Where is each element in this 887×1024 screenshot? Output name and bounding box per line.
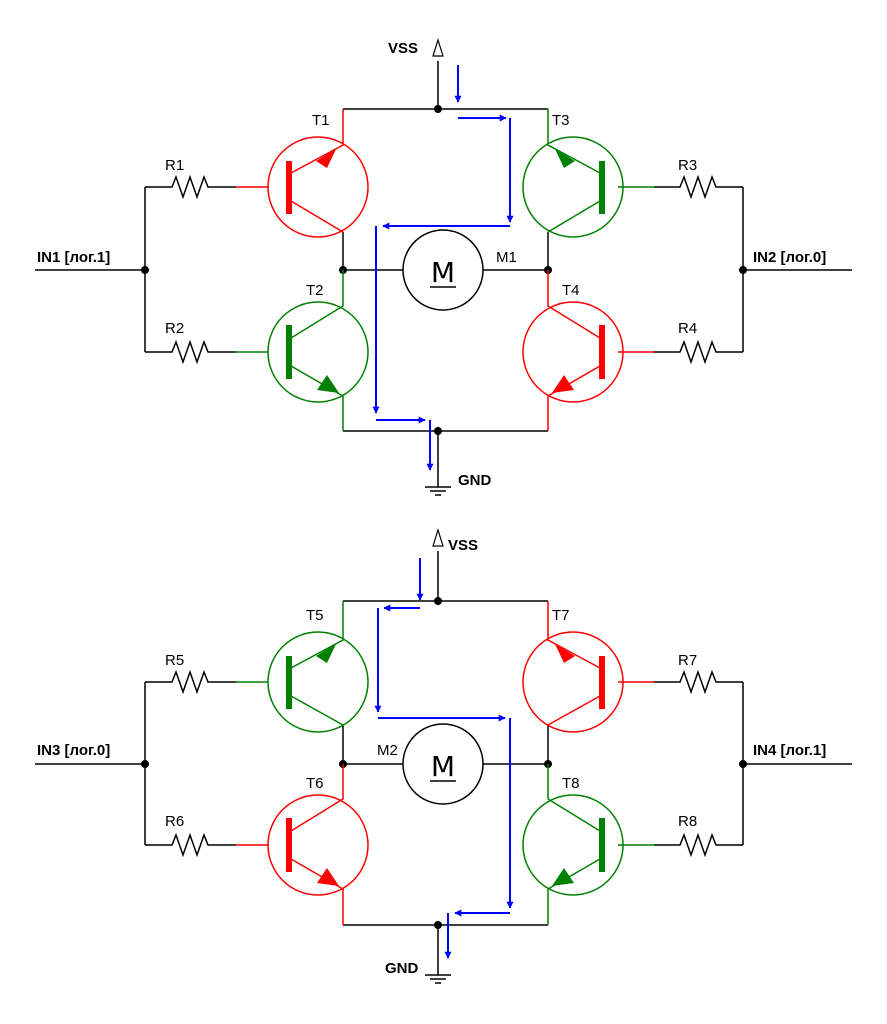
t7-label: T7 (552, 607, 570, 624)
resistor-r1 (166, 174, 268, 200)
motor-m2: M (402, 723, 484, 805)
vss-label: VSS (448, 537, 478, 554)
t2-label: T2 (306, 282, 324, 299)
input-in4-label: IN4 [лог.1] (753, 742, 826, 759)
resistor-r5 (166, 669, 268, 695)
transistor-t8 (522, 764, 624, 925)
input-in2-label: IN2 [лог.0] (753, 249, 826, 266)
vss-terminal-icon (432, 527, 444, 547)
ground-icon (425, 974, 451, 984)
r8-label: R8 (678, 813, 697, 830)
r6-label: R6 (165, 813, 184, 830)
transistor-t6 (267, 764, 369, 925)
bridge-2: M VSS GND IN3 [лог.0] IN4 [лог.1] M2 T5 … (35, 527, 852, 984)
junction-dots (141, 105, 747, 435)
bridge-1: M VSS GND IN1 [лог.1] IN2 [лог.0] M1 T1 … (35, 37, 852, 496)
resistor-r6 (166, 832, 268, 858)
resistor-r7 (618, 669, 722, 695)
vss-terminal-icon (432, 37, 444, 57)
r1-label: R1 (165, 157, 184, 174)
resistor-r8 (618, 832, 722, 858)
gnd-label: GND (385, 960, 419, 977)
transistor-t5 (267, 601, 369, 733)
input-in1-label: IN1 [лог.1] (37, 249, 110, 266)
r5-label: R5 (165, 652, 184, 669)
t1-label: T1 (312, 112, 330, 129)
r3-label: R3 (678, 157, 697, 174)
input-in3-label: IN3 [лог.0] (37, 742, 110, 759)
bridge-2-wiring (35, 551, 852, 975)
motor-m1: M (402, 229, 484, 311)
gnd-label: GND (458, 472, 492, 489)
transistor-t3 (522, 109, 624, 238)
resistor-r3 (618, 174, 722, 200)
r2-label: R2 (165, 320, 184, 337)
transistor-t7 (522, 601, 624, 733)
motor-m2-label: M2 (377, 742, 398, 759)
t4-label: T4 (562, 282, 580, 299)
resistor-r2 (166, 339, 268, 365)
current-path-1 (372, 65, 514, 471)
vss-label: VSS (388, 40, 418, 57)
transistor-t2 (267, 270, 369, 431)
transistor-t1 (267, 109, 369, 238)
ground-icon (425, 486, 451, 496)
r7-label: R7 (678, 652, 697, 669)
r4-label: R4 (678, 320, 697, 337)
resistor-r4 (618, 339, 722, 365)
motor-symbol: M (431, 256, 455, 289)
t6-label: T6 (306, 775, 324, 792)
motor-symbol: M (431, 750, 455, 783)
t5-label: T5 (306, 607, 324, 624)
transistor-t4 (522, 270, 624, 431)
motor-m1-label: M1 (496, 249, 517, 266)
t3-label: T3 (552, 112, 570, 129)
t8-label: T8 (562, 775, 580, 792)
current-path-2 (374, 558, 514, 959)
